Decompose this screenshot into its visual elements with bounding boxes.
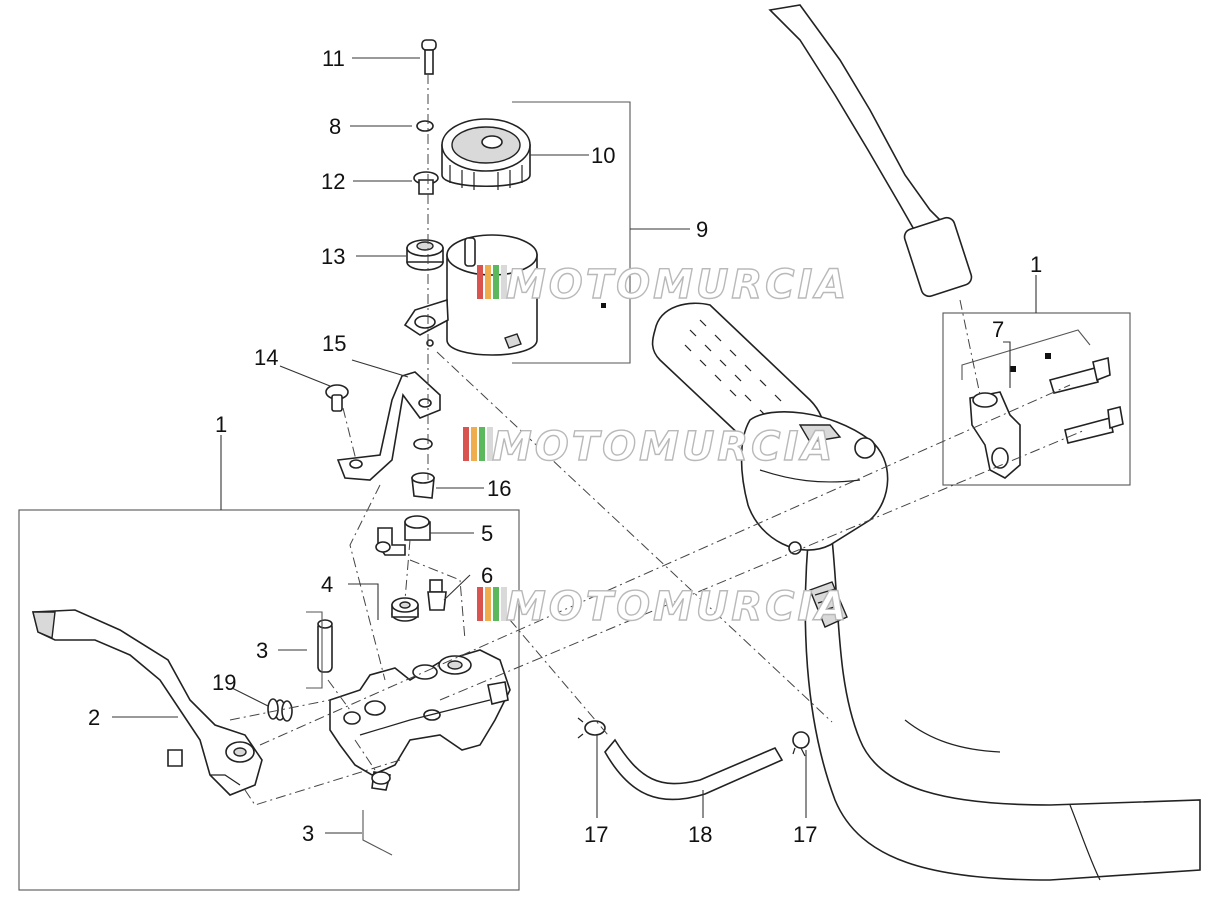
nut-16 [411, 472, 435, 499]
callout-1-left: 1 [215, 412, 227, 437]
leader-lines [112, 57, 1011, 834]
pin-3 [317, 619, 333, 673]
callout-12: 12 [321, 169, 345, 194]
clamp-17-left [577, 717, 606, 739]
master-cylinder-kit-box [18, 509, 520, 891]
assembly-lines [229, 74, 1086, 806]
bleeder-6 [427, 579, 447, 611]
watermark-bottom: MOTOMURCIA [477, 583, 849, 631]
bracket-15 [336, 371, 441, 481]
plug-5 [404, 515, 431, 541]
hose-18 [604, 738, 784, 801]
callout-8: 8 [329, 114, 341, 139]
callout-18: 18 [688, 822, 712, 847]
watermark-middle: MOTOMURCIA [463, 423, 835, 471]
callout-17-left: 17 [584, 822, 608, 847]
washer-8 [416, 120, 434, 132]
bolt-11 [421, 39, 437, 75]
marker-square [1045, 353, 1051, 359]
watermark-text: MOTOMURCIA [506, 584, 849, 630]
callout-1-right: 1 [1030, 252, 1042, 277]
brake-lever-2 [31, 609, 263, 796]
spring-19 [267, 698, 293, 722]
fitting-elbow-4 [375, 527, 406, 556]
callout-15: 15 [322, 331, 346, 356]
callout-5: 5 [481, 521, 493, 546]
marker-square [1010, 366, 1016, 372]
callout-4: 4 [321, 572, 333, 597]
watermark-text: MOTOMURCIA [492, 424, 835, 470]
callout-3-bottom: 3 [302, 821, 314, 846]
callout-19: 19 [212, 670, 236, 695]
seal-ring [391, 597, 419, 622]
callout-10: 10 [591, 143, 615, 168]
callout-6: 6 [481, 563, 493, 588]
watermark-top: MOTOMURCIA [477, 261, 849, 309]
diaphragm-13 [406, 239, 444, 271]
washer [413, 438, 433, 450]
reservoir-cap-10 [441, 118, 531, 190]
clamp-7 [969, 391, 1021, 479]
bushing-12 [413, 171, 439, 195]
callout-14: 14 [254, 345, 278, 370]
callouts: 11 8 12 13 10 9 14 15 16 1 5 6 4 3 19 2 … [88, 46, 1042, 847]
callout-7: 7 [992, 317, 1004, 342]
clamp-17-right [792, 731, 810, 757]
screw-14 [325, 384, 349, 412]
callout-16: 16 [487, 476, 511, 501]
fluid-reservoir-9 [403, 234, 538, 356]
handlebar [651, 4, 1201, 881]
callout-9: 9 [696, 217, 708, 242]
bolt-upper [1048, 356, 1111, 394]
callout-3-top: 3 [256, 638, 268, 663]
callout-11: 11 [322, 46, 345, 71]
callout-2: 2 [88, 705, 100, 730]
master-cylinder-body [329, 649, 511, 776]
nut-3 [371, 771, 391, 791]
bolt-lower [1064, 406, 1124, 444]
marker-square [601, 303, 606, 308]
watermark-text: MOTOMURCIA [506, 262, 849, 308]
callout-17-right: 17 [793, 822, 817, 847]
callout-13: 13 [321, 244, 345, 269]
